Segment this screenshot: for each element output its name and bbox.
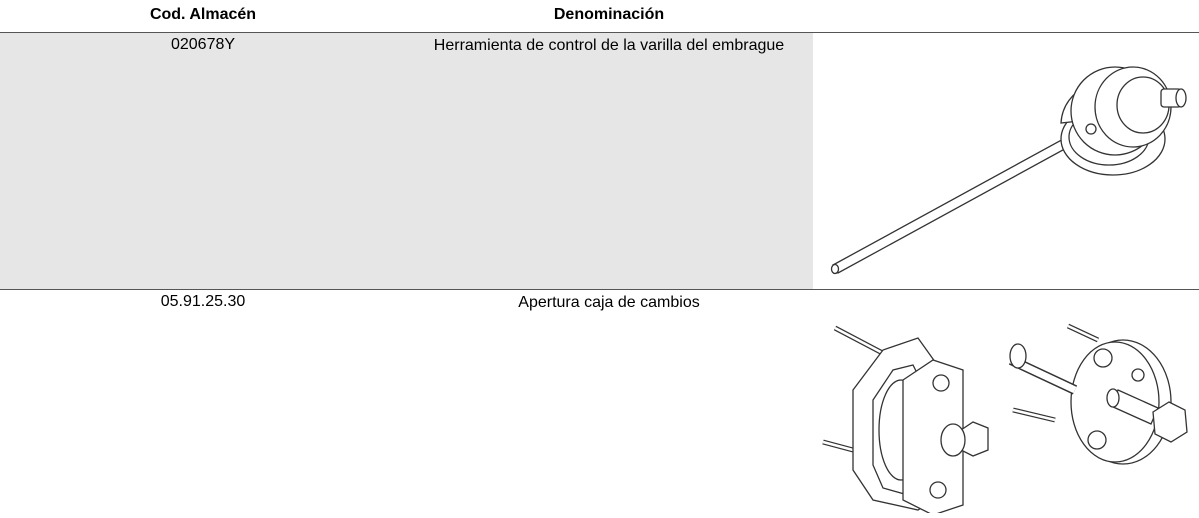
clutch-rod-control-tool-icon [813,33,1199,294]
cell-code: 05.91.25.30 [160,293,246,310]
row-shade [0,33,813,289]
header-cod-almacen: Cod. Almacén [149,6,257,23]
gearbox-opening-tool-icon [813,290,1199,518]
header-denominacion: Denominación [553,6,665,23]
table-header: Cod. Almacén Denominación [0,0,1199,33]
cell-code: 020678Y [170,36,236,53]
cell-name: Herramienta de control de la varilla del… [433,37,785,54]
table-row: 05.91.25.30 Apertura caja de cambios [0,290,1199,516]
row-divider [0,289,1199,290]
cell-name: Apertura caja de cambios [518,294,700,311]
table-row: 020678Y Herramienta de control de la var… [0,33,1199,289]
